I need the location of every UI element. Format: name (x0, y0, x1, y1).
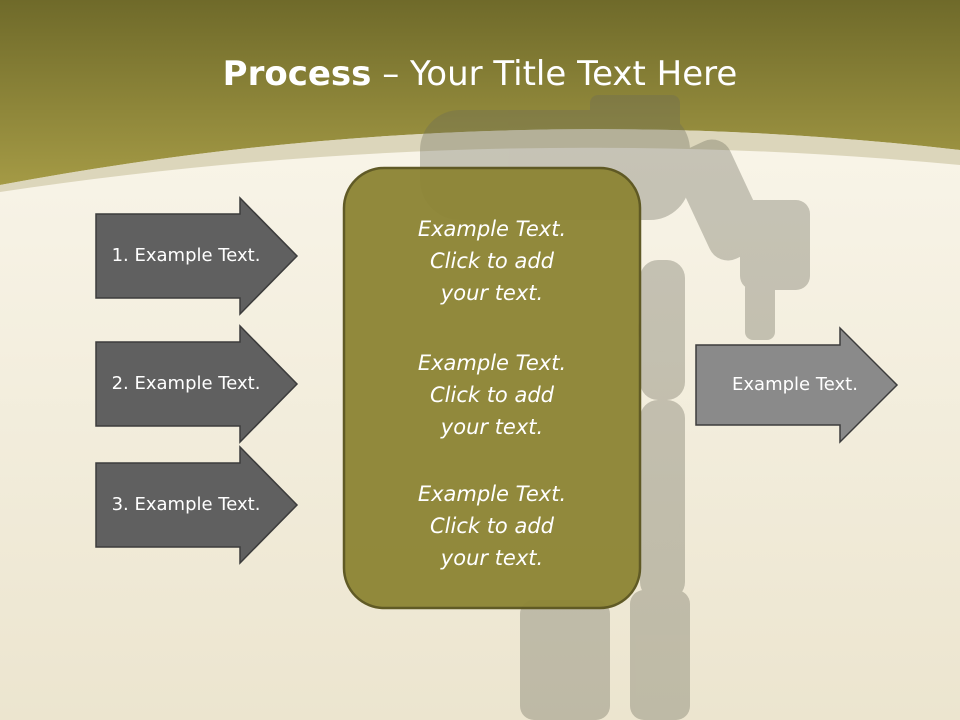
header-swoosh (0, 129, 960, 192)
process-arrow-1 (95, 196, 299, 316)
arrow-label-3: 3. Example Text. (111, 494, 261, 515)
box-item-line: Click to add (429, 249, 554, 273)
left-arrow-shapes (95, 196, 299, 565)
box-item-line: your text. (440, 415, 544, 439)
box-item-line: Click to add (429, 514, 554, 538)
arrow-label-1: 1. Example Text. (111, 245, 261, 266)
box-item-2: Example Text. Click to add your text. (344, 347, 640, 443)
box-item-line: your text. (440, 281, 544, 305)
title-dash: – (371, 54, 411, 94)
box-item-3: Example Text. Click to add your text. (344, 478, 640, 574)
box-item-1: Example Text. Click to add your text. (344, 213, 640, 309)
result-arrow (695, 326, 899, 444)
header-band (0, 0, 960, 185)
process-arrow-2 (95, 324, 299, 444)
center-box (342, 166, 642, 610)
process-arrow-3 (95, 445, 299, 565)
title-bold: Process (222, 54, 372, 94)
result-arrow-label: Example Text. (732, 374, 858, 395)
arrow-label-2: 2. Example Text. (111, 373, 261, 394)
box-item-line: Example Text. (417, 482, 567, 506)
title-rest: Your Title Text Here (410, 54, 738, 94)
box-item-line: Example Text. (417, 217, 567, 241)
box-item-line: Example Text. (417, 351, 567, 375)
box-item-line: Click to add (429, 383, 554, 407)
slide-title: Process – Your Title Text Here (0, 52, 960, 96)
box-item-line: your text. (440, 546, 544, 570)
